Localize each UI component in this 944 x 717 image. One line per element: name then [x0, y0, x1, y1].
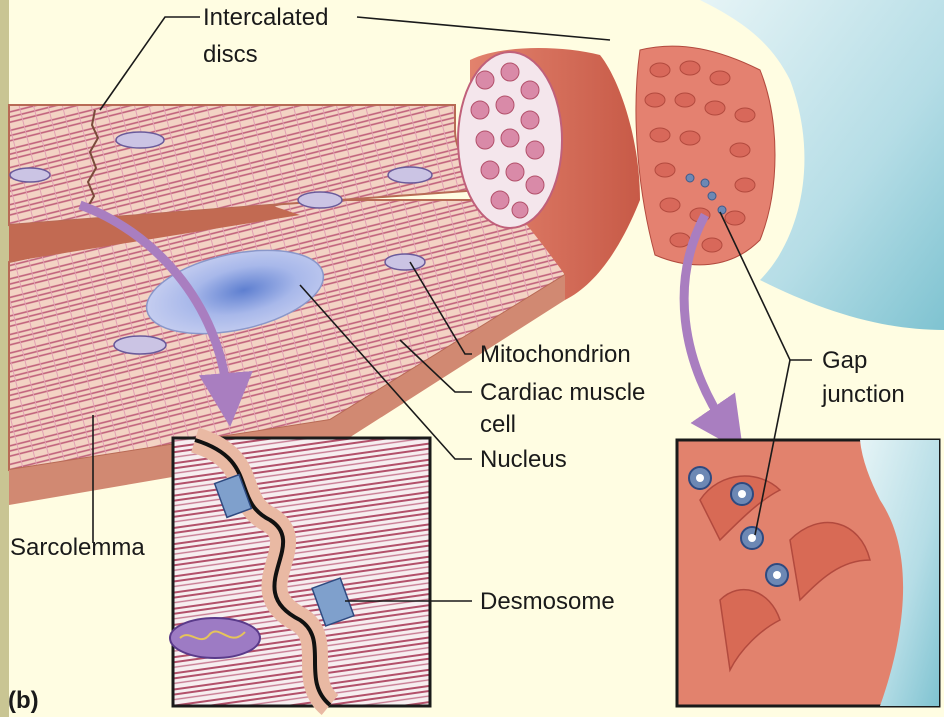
intercalated-disc-surface	[636, 46, 775, 265]
label-intercalated-discs-line1: Intercalated	[203, 3, 328, 32]
label-desmosome: Desmosome	[480, 587, 615, 616]
label-mitochondrion: Mitochondrion	[480, 340, 631, 369]
gap-junction-inset	[677, 440, 939, 706]
panel-label: (b)	[8, 686, 39, 715]
label-gap-junction-line1: Gap	[822, 346, 867, 375]
label-sarcolemma: Sarcolemma	[10, 533, 145, 562]
label-intercalated-discs-line2: discs	[203, 40, 258, 69]
leader-intercalated-left	[100, 17, 200, 110]
left-border-bar	[0, 0, 9, 717]
desmosome-inset	[170, 438, 430, 706]
label-cardiac-muscle-line2: cell	[480, 410, 516, 439]
leader-intercalated-right	[357, 17, 610, 40]
label-nucleus: Nucleus	[480, 445, 567, 474]
label-gap-junction-line2: junction	[822, 380, 905, 409]
label-cardiac-muscle-line1: Cardiac muscle	[480, 378, 645, 407]
